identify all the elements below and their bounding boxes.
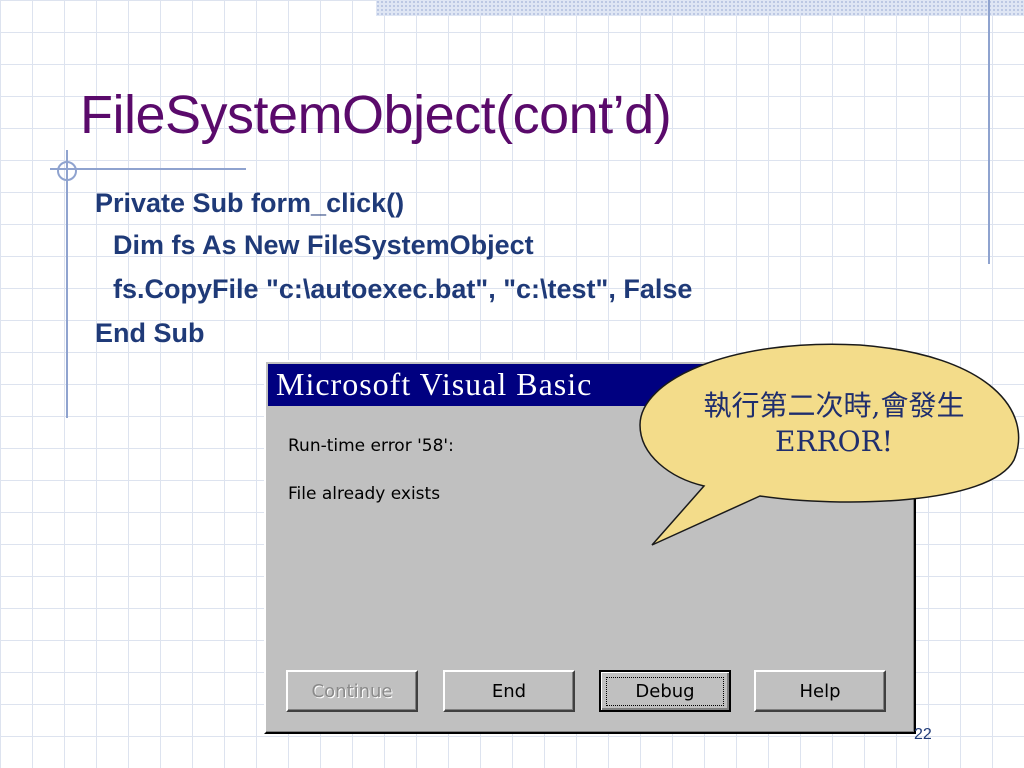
left-vertical-rule (66, 150, 68, 418)
page-number: 22 (914, 726, 932, 743)
end-button[interactable]: End (443, 670, 575, 712)
top-decorative-band (376, 0, 1024, 16)
end-button-label: End (491, 680, 527, 702)
code-line-3: fs.CopyFile "c:\autoexec.bat", "c:\test"… (113, 274, 693, 304)
circle-ornament-icon (57, 161, 77, 181)
help-button-label: Help (799, 680, 841, 702)
code-line-4: End Sub (95, 318, 205, 348)
continue-button-label: Continue (311, 680, 393, 702)
debug-button[interactable]: Debug (599, 670, 731, 712)
slide-title: FileSystemObject(cont’d) (80, 85, 672, 145)
right-vertical-rule (988, 0, 990, 264)
callout-line-2: ERROR! (775, 425, 893, 459)
title-underline-rule (50, 168, 246, 170)
help-button[interactable]: Help (754, 670, 886, 712)
dialog-title: Microsoft Visual Basic (276, 366, 593, 402)
debug-button-label: Debug (606, 676, 724, 706)
callout-text: 執行第二次時,會發生 ERROR! (664, 388, 1004, 461)
callout-line-1: 執行第二次時,會發生 (703, 389, 965, 422)
error-line: Run-time error '58': (288, 436, 454, 456)
code-line-2: Dim fs As New FileSystemObject (113, 230, 534, 260)
error-message: File already exists (288, 484, 441, 504)
error-dialog: Microsoft Visual Basic Run-time error '5… (264, 360, 916, 734)
continue-button[interactable]: Continue (286, 670, 418, 712)
code-line-1: Private Sub form_click() (95, 188, 405, 218)
